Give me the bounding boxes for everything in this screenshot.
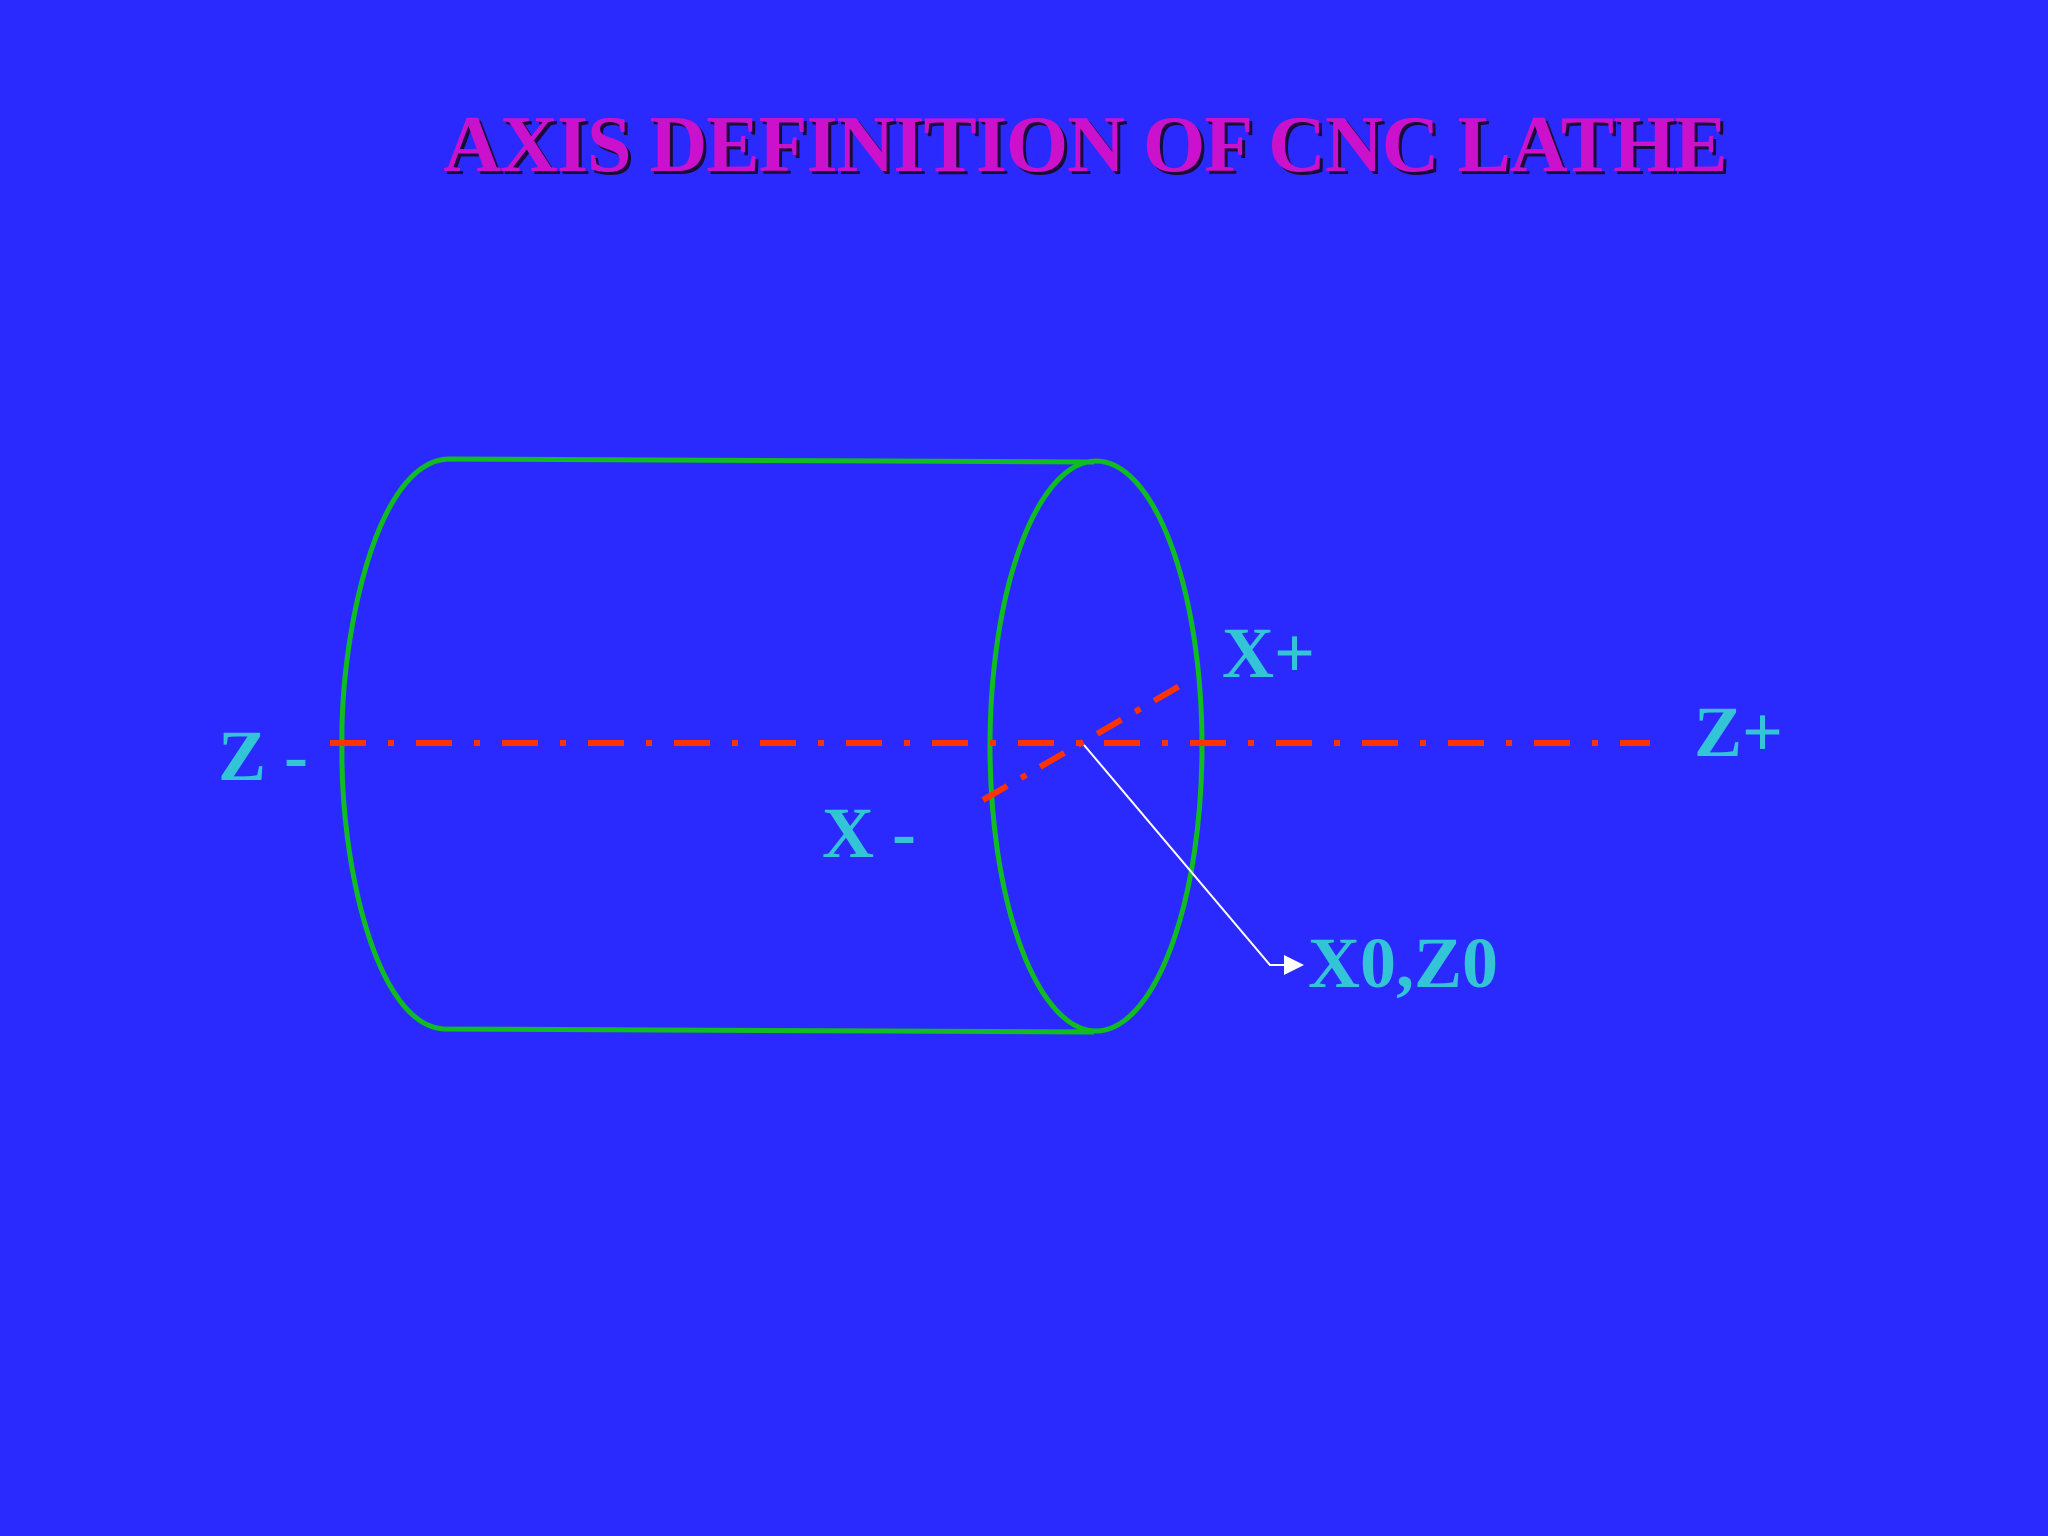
origin-label: X0,Z0	[1308, 923, 1498, 1003]
z-minus-label: Z -	[218, 716, 308, 796]
cylinder-body-outline	[339, 456, 1095, 1035]
origin-leader-arrow	[1083, 744, 1304, 975]
slide-title: AXIS DEFINITION OF CNC LATHE	[443, 101, 1727, 189]
x-plus-label: X+	[1222, 613, 1315, 693]
x-minus-label: X -	[822, 793, 916, 873]
z-plus-label: Z+	[1694, 692, 1783, 772]
x-axis-line	[981, 677, 1192, 803]
